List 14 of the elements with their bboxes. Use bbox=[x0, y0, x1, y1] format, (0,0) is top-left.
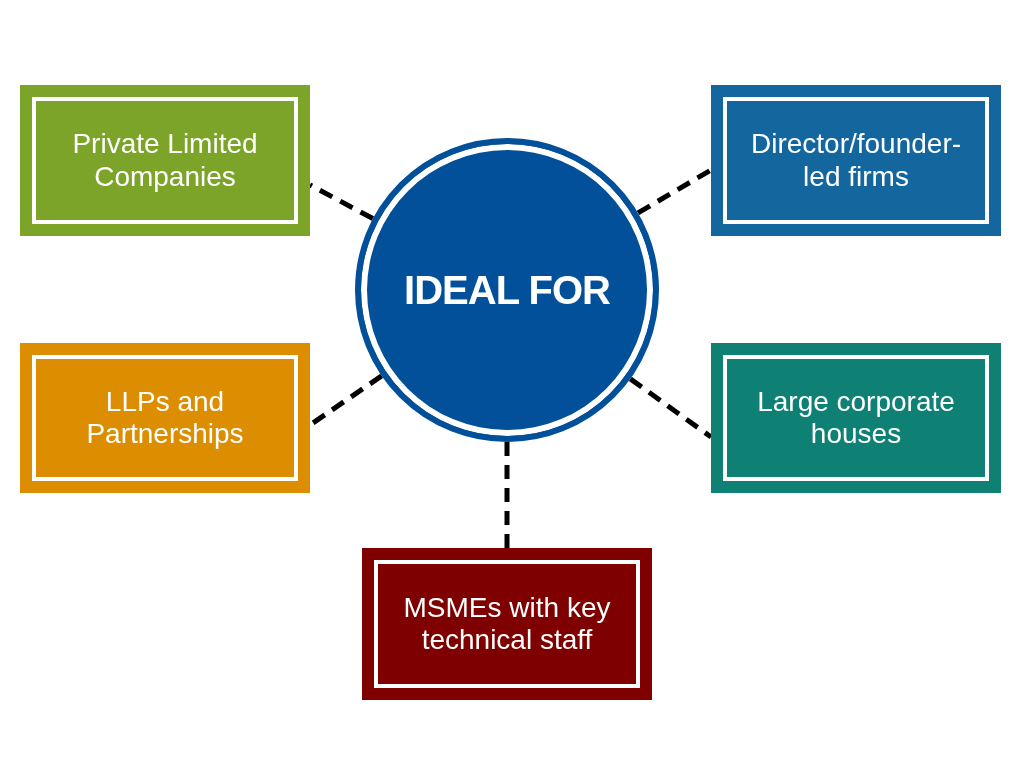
category-box bbox=[20, 85, 310, 236]
dashed-connector bbox=[504, 442, 510, 548]
category-box bbox=[711, 85, 1001, 236]
category-label: MSMEs with key technical staff bbox=[402, 591, 612, 657]
category-box bbox=[362, 548, 652, 700]
category-label: LLPs and Partnerships bbox=[85, 385, 245, 451]
hub-title: IDEAL FOR bbox=[404, 267, 610, 313]
dashed-connector bbox=[628, 376, 713, 440]
category-label: Large corporate houses bbox=[756, 385, 956, 451]
category-label: Private Limited Companies bbox=[71, 128, 259, 193]
dashed-connector bbox=[636, 167, 713, 216]
category-box bbox=[20, 343, 310, 493]
category-box bbox=[711, 343, 1001, 493]
category-label: Director/founder-led firms bbox=[749, 128, 963, 193]
